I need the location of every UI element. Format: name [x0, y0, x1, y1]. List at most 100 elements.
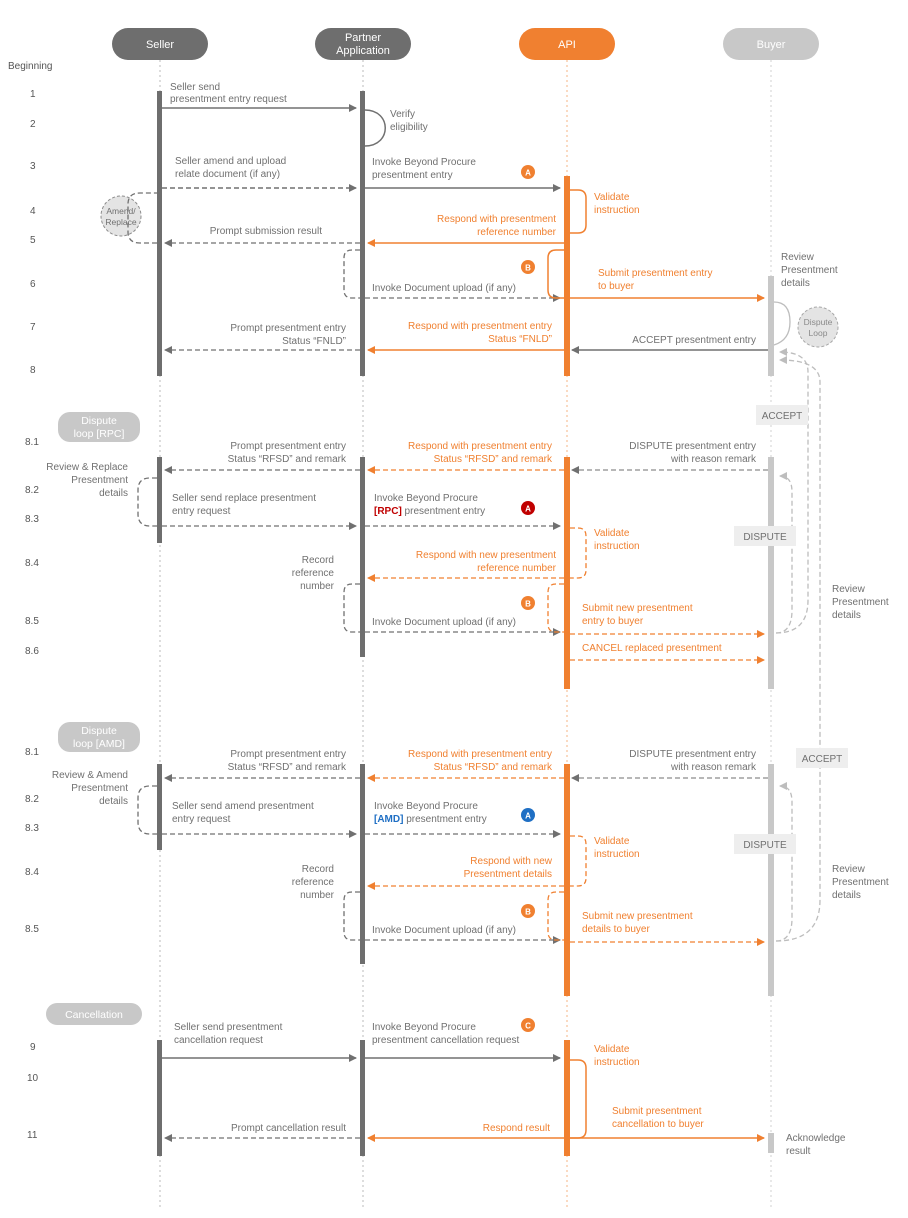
amd-respond-label-2: Status “RFSD” and remark: [434, 762, 553, 773]
step-1: 1: [30, 89, 36, 100]
rpc-review-label-3: details: [832, 610, 861, 621]
amend-replace-label-2: Replace: [105, 217, 136, 227]
rpc-prompt-label-1: Prompt presentment entry: [230, 441, 346, 452]
api-bar-amd: [564, 764, 570, 996]
partner-actor-label-2: Application: [336, 45, 390, 57]
step-8-5-rpc: 8.5: [25, 616, 39, 627]
doc-upload-loop: [343, 249, 360, 299]
amend-replace-connector: [127, 192, 157, 244]
rpc-respond-new-label-2: reference number: [477, 563, 557, 574]
api-doc-loop: [547, 249, 564, 299]
amd-invoke-label-1: Invoke Beyond Procure: [374, 801, 478, 812]
rpc-review-replace-label-2: Presentment: [71, 475, 128, 486]
seller-send-request-label-1: Seller send: [170, 82, 220, 93]
cancel-seller-send-label-1: Seller send presentment: [174, 1022, 283, 1033]
seller-send-request-label-2: presentment entry request: [170, 94, 287, 105]
rpc-section-pill: [58, 412, 140, 442]
step-beginning: Beginning: [8, 61, 52, 72]
cancel-ack-label-1: Acknowledge: [786, 1133, 846, 1144]
cancel-ack-label-2: result: [786, 1146, 811, 1157]
api-actor: [519, 28, 615, 60]
dispute-loop-label-2: Loop: [809, 328, 828, 338]
api-bar-main: [564, 176, 570, 376]
badge-b-rpc-label: B: [525, 600, 531, 609]
rpc-record-label-2: reference: [292, 568, 335, 579]
rpc-record-label-1: Record: [302, 555, 334, 566]
rpc-dispute-connector: [775, 472, 793, 634]
amd-review-label-1: Review: [832, 864, 866, 875]
accept-box-amd: [796, 748, 848, 768]
buyer-bar-cancel: [768, 1133, 774, 1153]
rpc-invoke-label-1: Invoke Beyond Procure: [374, 493, 478, 504]
amd-seller-review-loop: [137, 785, 157, 835]
amd-prompt-label-2: Status “RFSD” and remark: [228, 762, 347, 773]
amd-validate-label-1: Validate: [594, 836, 630, 847]
rpc-invoke-tag: [RPC]: [374, 506, 402, 517]
step-8-2-amd: 8.2: [25, 794, 39, 805]
rpc-review-replace-label-3: details: [99, 488, 128, 499]
badge-c-label: C: [525, 1022, 531, 1031]
rpc-cancel-label: CANCEL replaced presentment: [582, 643, 722, 654]
invoke-presentment-label-2: presentment entry: [372, 170, 453, 181]
validate-instruction-loop: [570, 189, 587, 234]
rpc-submit-label-1: Submit new presentment: [582, 603, 693, 614]
amd-review-label-3: details: [832, 890, 861, 901]
buyer-actor: [723, 28, 819, 60]
rpc-seller-send-label-1: Seller send replace presentment: [172, 493, 316, 504]
partner-actor-label-1: Partner: [345, 32, 381, 44]
review-presentment-label-2: Presentment: [781, 265, 838, 276]
prompt-submission-label: Prompt submission result: [210, 226, 322, 237]
seller-bar-amd: [157, 764, 162, 850]
seller-bar-main: [157, 91, 162, 376]
badge-a-main-label: A: [525, 169, 531, 178]
amd-accept-connector: [775, 356, 821, 942]
review-presentment-label-3: details: [781, 278, 810, 289]
rpc-section-label-2: loop [RPC]: [74, 428, 125, 440]
partner-bar-rpc: [360, 457, 365, 657]
amd-respond-label-1: Respond with presentment entry: [408, 749, 552, 760]
prompt-fnld-label-2: Status “FNLD”: [282, 336, 346, 347]
seller-bar-rpc: [157, 457, 162, 543]
step-8-4-rpc: 8.4: [25, 558, 39, 569]
cancel-invoke-label-1: Invoke Beyond Procure: [372, 1022, 476, 1033]
cancel-respond-label: Respond result: [483, 1123, 550, 1134]
cancellation-section-pill: [46, 1003, 142, 1025]
cancellation-section-label: Cancellation: [65, 1009, 123, 1021]
dispute-box-rpc-label: DISPUTE: [743, 532, 787, 543]
amd-seller-send-label-2: entry request: [172, 814, 231, 825]
amd-respond-new-label-1: Respond with new: [470, 856, 552, 867]
badge-b-amd: [521, 904, 535, 918]
amd-submit-label-2: details to buyer: [582, 924, 650, 935]
amend-replace-label-1: Amend/: [106, 206, 136, 216]
badge-b-rpc: [521, 596, 535, 610]
amend-replace-loop: [100, 195, 142, 237]
rpc-section-label-1: Dispute: [81, 415, 117, 427]
partner-actor: [315, 28, 411, 60]
rpc-doc-upload-label: Invoke Document upload (if any): [372, 617, 516, 628]
amd-doc-upload-label: Invoke Document upload (if any): [372, 925, 516, 936]
step-8-5-amd: 8.5: [25, 924, 39, 935]
amd-review-amend-label-2: Presentment: [71, 783, 128, 794]
step-9: 9: [30, 1042, 36, 1053]
actor-headers: Seller Partner Application API Buyer: [112, 28, 819, 60]
validate-instruction-label-2: instruction: [594, 205, 640, 216]
amd-section-label-2: loop [AMD]: [73, 738, 125, 750]
rpc-validate-label-1: Validate: [594, 528, 630, 539]
rpc-dispute-label-2: with reason remark: [670, 454, 757, 465]
amd-review-label-2: Presentment: [832, 877, 889, 888]
amd-section-label-1: Dispute: [81, 725, 117, 737]
amd-record-label-1: Record: [302, 864, 334, 875]
rpc-validate-label-2: instruction: [594, 541, 640, 552]
rpc-flow: DISPUTE presentment entry with reason re…: [46, 441, 889, 664]
rpc-validate-loop: [570, 527, 587, 579]
cancel-validate-loop: [570, 1059, 587, 1139]
badge-a-main: [521, 165, 535, 179]
rpc-invoke-label-2-rest: presentment entry: [402, 506, 485, 517]
cancel-submit-label-2: cancellation to buyer: [612, 1119, 704, 1130]
respond-fnld-label-2: Status “FNLD”: [488, 334, 552, 345]
review-presentment-label-1: Review: [781, 252, 815, 263]
submit-to-buyer-label-1: Submit presentment entry: [598, 268, 713, 279]
amd-dispute-label-2: with reason remark: [670, 762, 757, 773]
step-8-4-amd: 8.4: [25, 867, 39, 878]
